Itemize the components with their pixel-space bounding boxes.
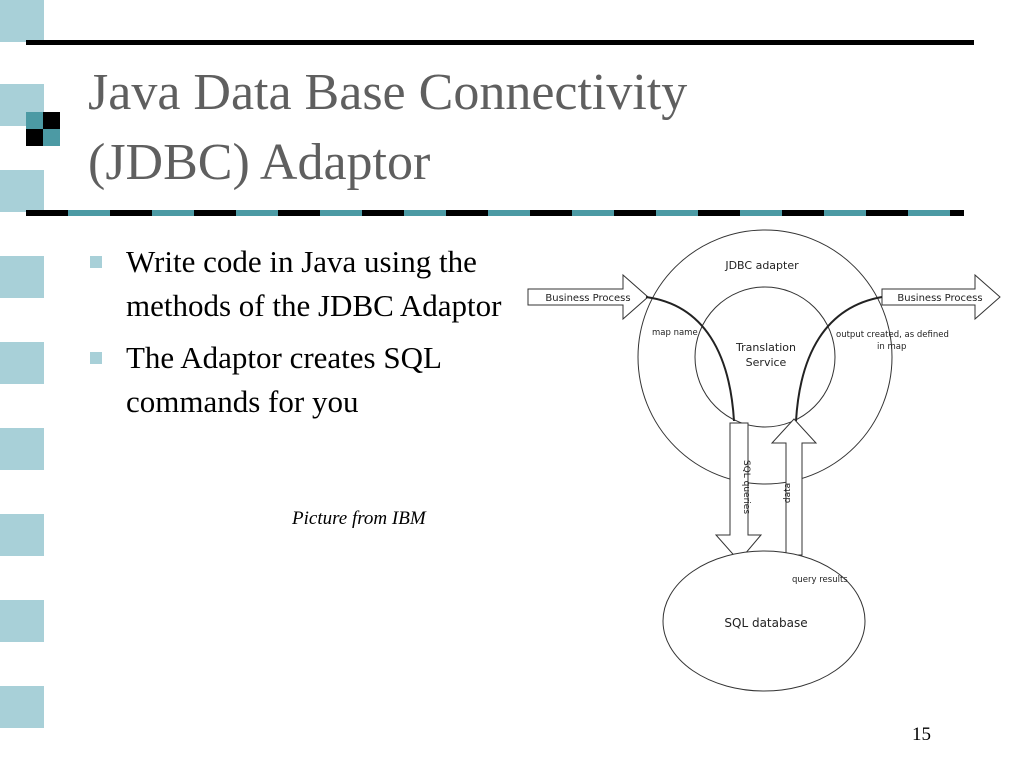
- data-label: data: [783, 483, 793, 503]
- stripe: [0, 514, 44, 556]
- stripe: [0, 686, 44, 728]
- decorative-square: [26, 129, 43, 146]
- output-curve: [795, 296, 883, 422]
- decorative-square: [26, 112, 43, 129]
- sql-database-label: SQL database: [724, 616, 807, 630]
- sql-database-ellipse: [662, 550, 866, 692]
- map-name-curve: [645, 296, 735, 422]
- data-up-arrow-icon: [770, 418, 818, 556]
- stripe: [0, 0, 44, 42]
- image-caption: Picture from IBM: [292, 508, 426, 529]
- stripe: [0, 170, 44, 212]
- stripe: [0, 256, 44, 298]
- decorative-square: [43, 129, 60, 146]
- bullet-item: The Adaptor creates SQL commands for you: [88, 336, 508, 424]
- slide-title-line1: Java Data Base Connectivity: [88, 64, 688, 121]
- output-label-1: output created, as defined: [836, 330, 949, 340]
- translation-service-label-1: Translation: [735, 341, 796, 354]
- business-process-in-arrow-icon: [527, 273, 649, 321]
- bullet-text: Write code in Java using the methods of …: [126, 244, 502, 323]
- jdbc-adapter-diagram: JDBC adapter Translation Service Busines…: [527, 229, 1001, 692]
- business-process-in-label: Business Process: [545, 293, 630, 304]
- translation-service-label-2: Service: [746, 356, 787, 369]
- jdbc-adapter-ring: [637, 229, 893, 485]
- decorative-left-strip: [0, 0, 44, 768]
- business-process-out-arrow-icon: [881, 273, 1001, 321]
- translation-service-circle: [694, 286, 836, 428]
- title-underline-rule: [26, 210, 964, 216]
- stripe: [0, 342, 44, 384]
- stripe: [0, 428, 44, 470]
- sql-queries-down-arrow-icon: [714, 422, 763, 562]
- stripe: [0, 600, 44, 642]
- bullet-square-icon: [90, 256, 102, 268]
- sql-queries-label: SQL queries: [741, 460, 751, 514]
- map-name-label: map name: [652, 328, 698, 338]
- business-process-out-label: Business Process: [897, 293, 982, 304]
- slide-title-line2: (JDBC) Adaptor: [88, 134, 431, 191]
- query-results-label: query results: [792, 575, 848, 585]
- output-label-2: in map: [877, 342, 906, 352]
- slide-title: Java Data Base Connectivity (JDBC) Adapt…: [88, 58, 968, 198]
- bullet-list: Write code in Java using the methods of …: [88, 240, 508, 432]
- bullet-square-icon: [90, 352, 102, 364]
- decorative-square: [43, 112, 60, 129]
- bullet-text: The Adaptor creates SQL commands for you: [126, 340, 441, 419]
- jdbc-adapter-label: JDBC adapter: [724, 259, 799, 272]
- top-rule: [26, 40, 974, 45]
- bullet-item: Write code in Java using the methods of …: [88, 240, 508, 328]
- page-number: 15: [912, 724, 931, 745]
